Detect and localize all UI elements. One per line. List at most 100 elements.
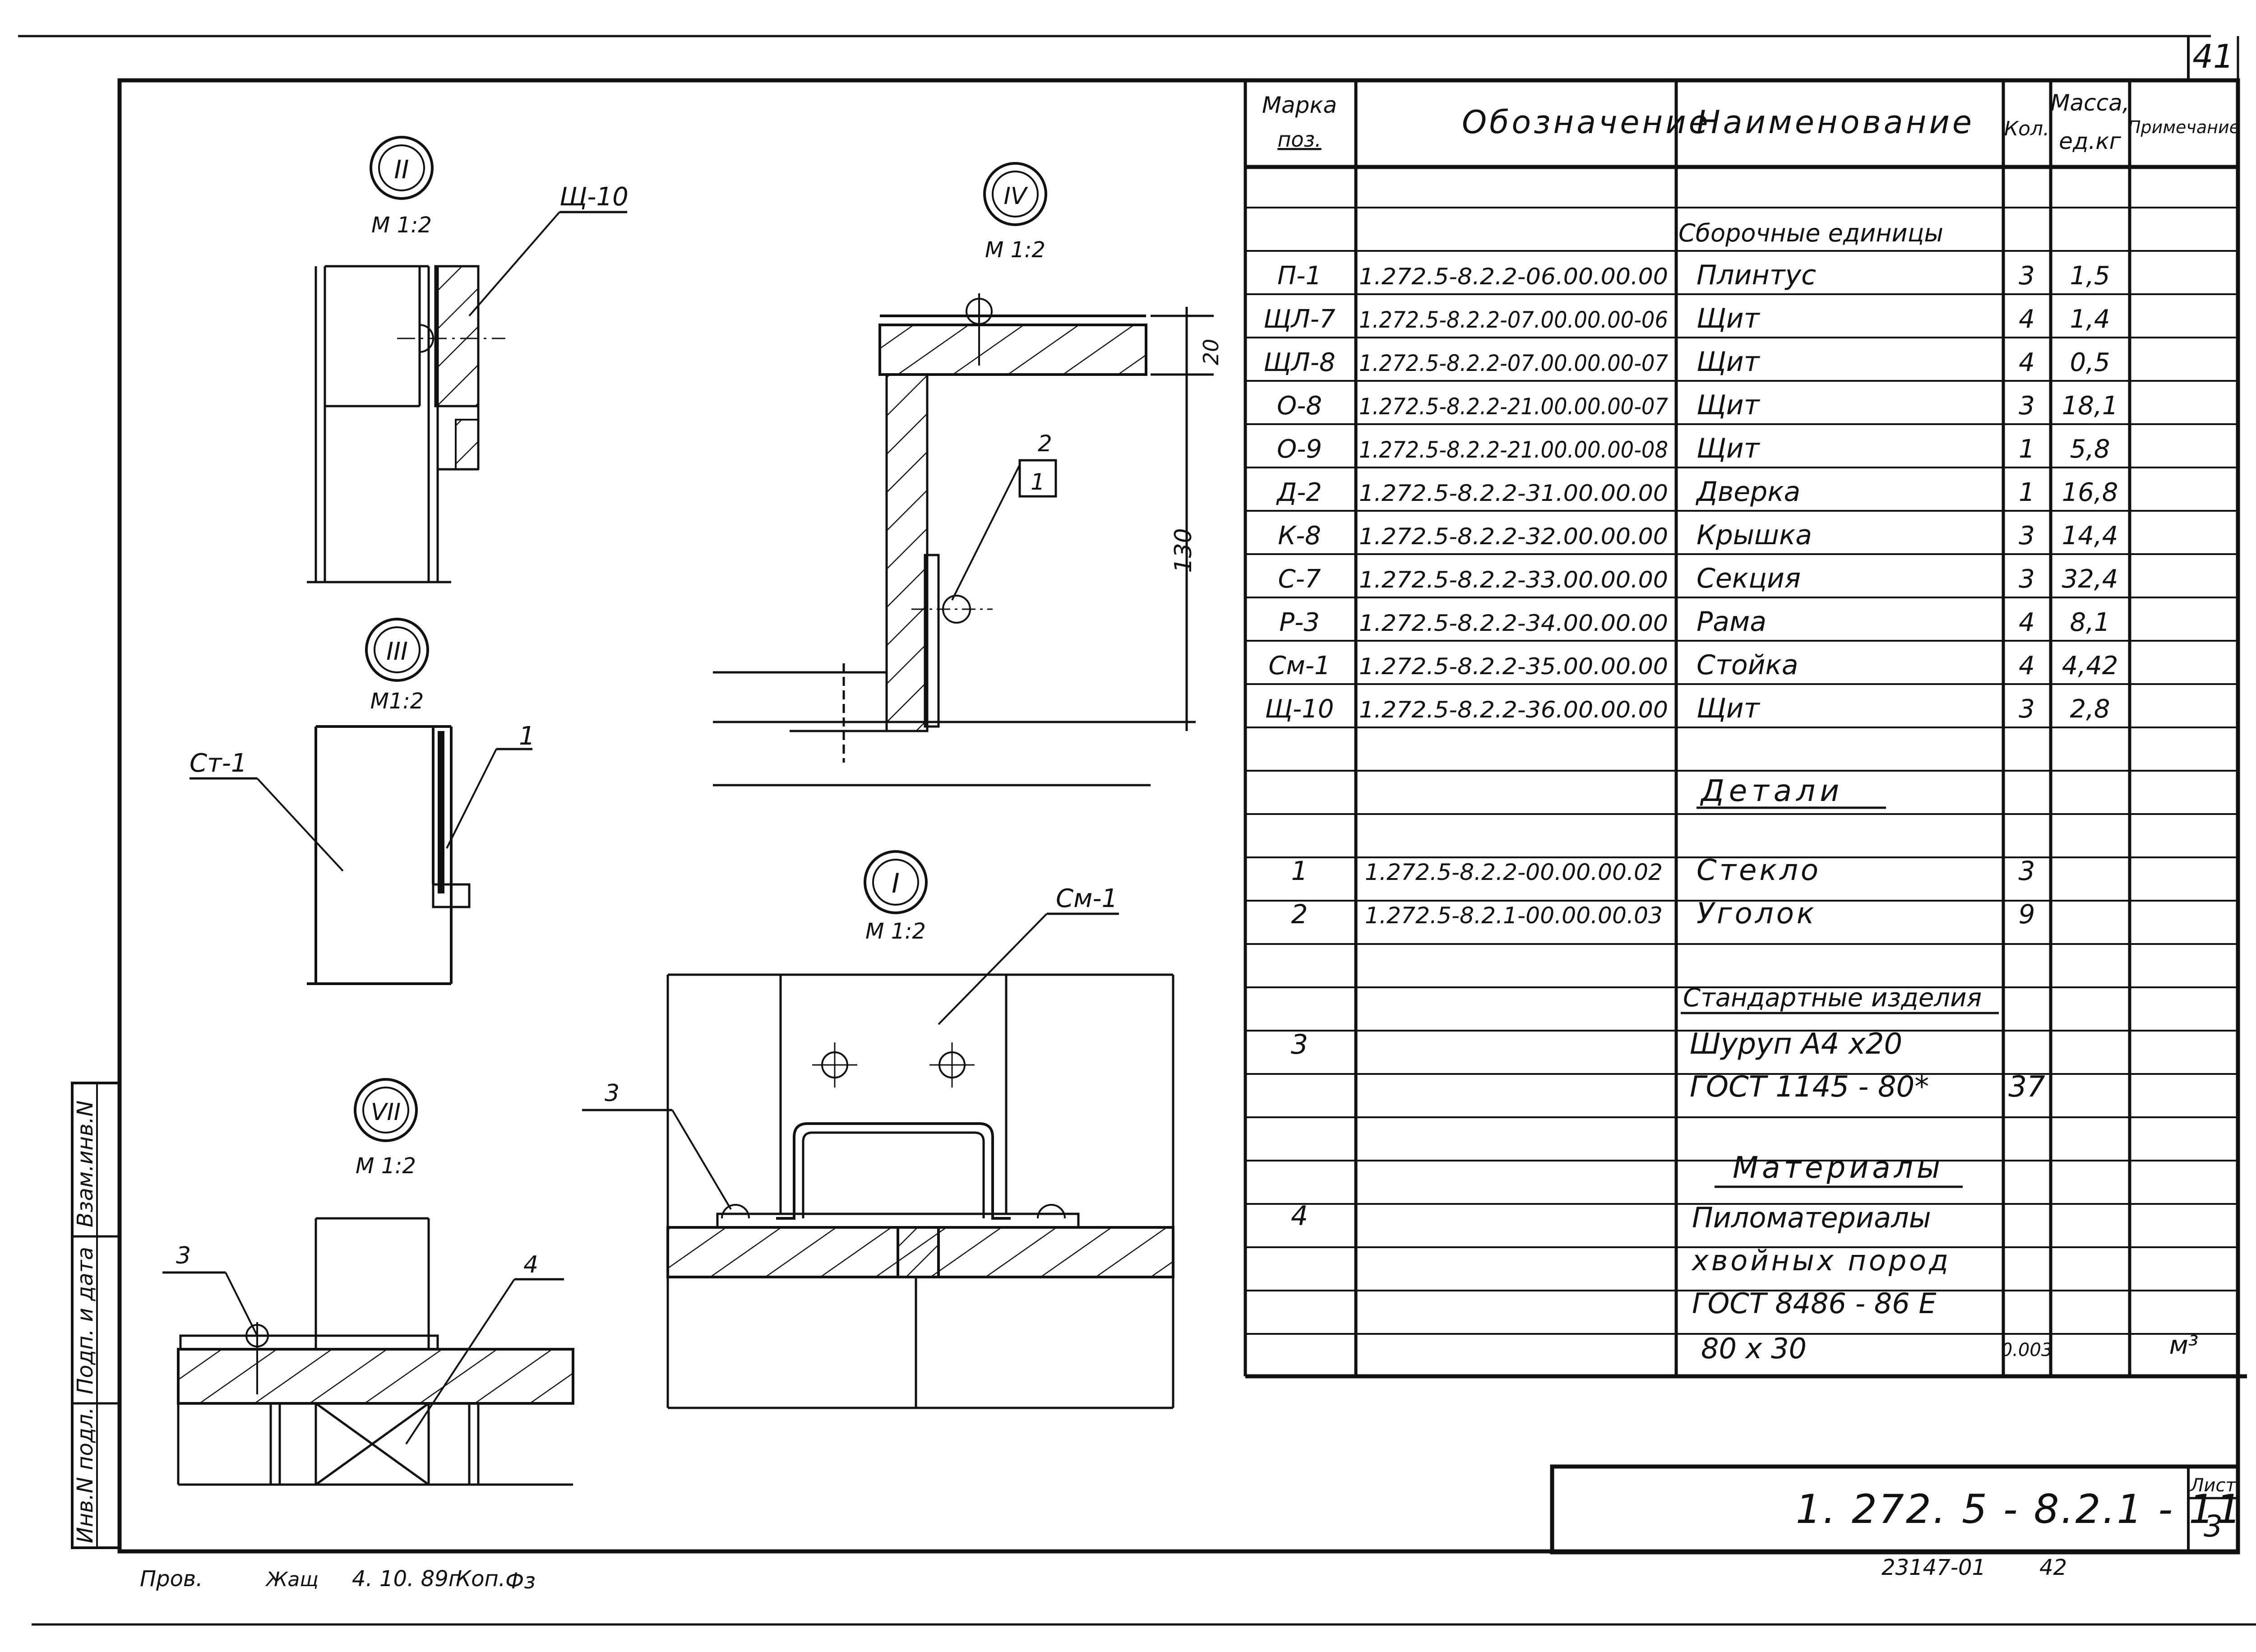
- row-qty: 3: [2019, 261, 2035, 291]
- row-mark: С-7: [1278, 565, 1321, 594]
- detail-II-id: II: [394, 155, 409, 185]
- row-designation: 1.272.5-8.2.2-33.00.00.00: [1359, 567, 1668, 593]
- row-name: Щит: [1697, 433, 1761, 464]
- row-mark: О-9: [1277, 435, 1322, 464]
- row-qty: 4: [2019, 305, 2035, 334]
- row-mass: 16,8: [2062, 478, 2118, 507]
- detail-row-qty: 9: [2019, 899, 2035, 930]
- header-mark-1: Марка: [1262, 92, 1337, 118]
- row-designation: 1.272.5-8.2.2-35.00.00.00: [1359, 653, 1668, 680]
- detail-row-designation: 1.272.5-8.2.1-00.00.00.03: [1365, 902, 1663, 929]
- detail-II: II М 1:2 Щ-10: [307, 136, 629, 583]
- row-designation: 1.272.5-8.2.2-36.00.00.00: [1359, 697, 1668, 723]
- row-name: Дверка: [1695, 476, 1800, 508]
- material-note: м³: [2169, 1331, 2199, 1360]
- standard-mark: 3: [1291, 1029, 1308, 1060]
- material-name-3: ГОСТ 8486 - 86 Е: [1692, 1287, 1937, 1320]
- row-mass: 1,5: [2070, 261, 2110, 291]
- row-mark: См-1: [1268, 651, 1330, 680]
- detail-III: III М1:2 Ст-1 1: [190, 618, 535, 985]
- spec-table: Марка поз. Обозначение Наименование Кол.…: [1244, 81, 2247, 1379]
- footer: Пров. Жащ 4. 10. 89г Коп. Фз 23147-01 42: [140, 1555, 2067, 1594]
- detail-IV-id: IV: [1004, 183, 1028, 210]
- material-name-1: Пиломатериалы: [1692, 1201, 1931, 1234]
- detail-IV-dim-20: 20: [1199, 339, 1223, 366]
- detail-VII-id: VII: [371, 1099, 401, 1126]
- stamp-inv-original: Инв.N подл.: [73, 1407, 98, 1543]
- stamp-sign-date: Подп. и дата: [73, 1247, 98, 1394]
- top-sheet-number: 41: [2192, 37, 2234, 75]
- detail-I-label-3: 3: [605, 1080, 619, 1107]
- detail-IV-scale: М 1:2: [985, 237, 1045, 263]
- row-name: Щит: [1697, 346, 1761, 378]
- detail-VII-label-4: 4: [523, 1251, 538, 1278]
- footer-copied: Коп.: [456, 1566, 505, 1592]
- row-designation: 1.272.5-8.2.2-34.00.00.00: [1359, 610, 1668, 636]
- detail-IV-label-1: 1: [1031, 469, 1045, 495]
- detail-I-label-sm1: См-1: [1056, 884, 1118, 913]
- standard-qty: 37: [2008, 1070, 2045, 1104]
- detail-I: I М 1:2 См-1 3: [582, 850, 1174, 1409]
- header-note: Примечание: [2128, 117, 2240, 137]
- row-name: Стойка: [1697, 649, 1798, 681]
- row-mass: 18,1: [2062, 391, 2118, 421]
- row-name: Щит: [1697, 389, 1761, 421]
- section-materials: Материалы: [1733, 1150, 1944, 1185]
- detail-VII-scale: М 1:2: [356, 1153, 416, 1179]
- top-sheet-number-box: 41: [2187, 36, 2234, 80]
- row-qty: 3: [2019, 565, 2035, 594]
- standard-name-1: Шуруп А4 х20: [1690, 1027, 1902, 1061]
- header-mass-1: Масса,: [2050, 90, 2129, 116]
- footer-page: 42: [2039, 1555, 2067, 1580]
- row-qty: 1: [2019, 478, 2035, 507]
- row-mark: П-1: [1277, 261, 1322, 291]
- doc-code: 1. 272. 5 - 8.2.1 - 11: [1796, 1486, 2243, 1532]
- sheet-label: Лист: [2189, 1475, 2237, 1496]
- sheet-value: 3: [2204, 1509, 2223, 1544]
- detail-III-label-st1: Ст-1: [190, 749, 247, 778]
- stamp-replace-inv: Взам.инв.N: [73, 1101, 98, 1227]
- row-mass: 32,4: [2062, 565, 2118, 594]
- row-designation: 1.272.5-8.2.2-07.00.00.00-07: [1359, 350, 1668, 376]
- detail-IV-dim-130: 130: [1170, 528, 1197, 573]
- row-mark: Щ-10: [1265, 694, 1334, 724]
- section-details: Детали: [1700, 773, 1844, 808]
- material-size: 80 х 30: [1701, 1332, 1807, 1365]
- row-designation: 1.272.5-8.2.2-31.00.00.00: [1359, 480, 1668, 506]
- material-qty: 0.003: [2001, 1340, 2053, 1360]
- header-qty: Кол.: [2004, 117, 2049, 140]
- row-designation: 1.272.5-8.2.2-21.00.00.00-07: [1359, 393, 1668, 420]
- row-designation: 1.272.5-8.2.2-07.00.00.00-06: [1359, 307, 1668, 333]
- detail-II-scale: М 1:2: [371, 213, 432, 238]
- detail-VII-label-3: 3: [176, 1242, 191, 1269]
- detail-row-name: Стекло: [1697, 854, 1821, 887]
- row-designation: 1.272.5-8.2.2-21.00.00.00-08: [1359, 437, 1668, 463]
- detail-row-qty: 3: [2019, 856, 2035, 886]
- standard-name-2: ГОСТ 1145 - 80*: [1690, 1070, 1929, 1104]
- row-mass: 14,4: [2062, 521, 2118, 551]
- footer-signature: Жащ: [265, 1568, 319, 1591]
- row-mass: 1,4: [2070, 305, 2110, 334]
- detail-IV: IV М 1:2 20 130 2 1: [713, 162, 1223, 787]
- row-mass: 8,1: [2070, 608, 2110, 637]
- row-qty: 3: [2019, 391, 2035, 421]
- section-standard: Стандартные изделия: [1683, 983, 1982, 1013]
- row-qty: 3: [2019, 694, 2035, 724]
- footer-order: 23147-01: [1882, 1555, 1986, 1580]
- header-mass-2: ед.кг: [2059, 128, 2121, 154]
- detail-IV-label-2: 2: [1038, 430, 1052, 457]
- row-mark: ЩЛ-7: [1263, 305, 1336, 334]
- detail-II-label-shch10: Щ-10: [559, 182, 629, 212]
- left-margin-stamp: Инв.N подл. Подп. и дата Взам.инв.N: [71, 1082, 121, 1549]
- row-qty: 1: [2019, 435, 2035, 464]
- header-designation: Обозначение: [1462, 104, 1711, 141]
- detail-row-designation: 1.272.5-8.2.2-00.00.00.02: [1365, 859, 1663, 885]
- row-mark: О-8: [1277, 391, 1322, 421]
- row-mass: 2,8: [2070, 694, 2110, 724]
- title-block: 1. 272. 5 - 8.2.1 - 11 Лист 3: [1550, 1464, 2243, 1555]
- detail-III-label-1: 1: [519, 722, 535, 751]
- row-mark: Д-2: [1276, 478, 1322, 507]
